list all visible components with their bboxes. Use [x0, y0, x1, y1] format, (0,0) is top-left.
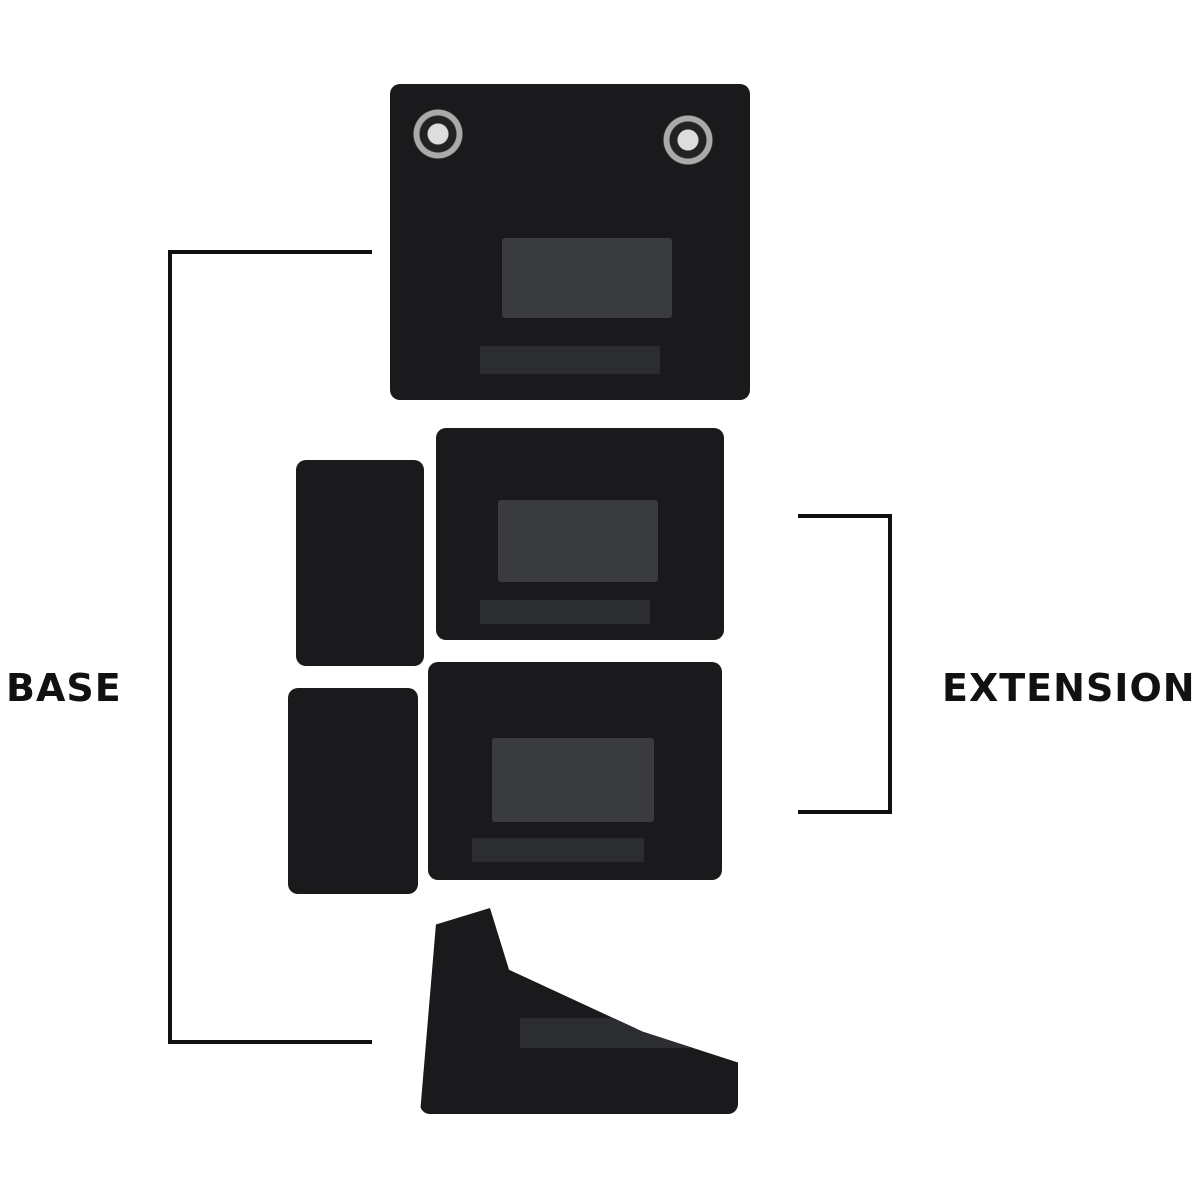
grip-panel — [498, 500, 658, 582]
base-label: BASE — [6, 666, 122, 710]
screw-icon — [660, 112, 716, 168]
side-panel-1 — [296, 460, 424, 666]
base-bracket — [168, 250, 372, 1044]
extension-2 — [428, 662, 722, 880]
extension-bracket — [798, 514, 892, 814]
side-panel-2 — [288, 688, 418, 894]
top-mount — [390, 84, 750, 400]
slot — [480, 346, 660, 374]
slot — [472, 838, 644, 862]
extension-label: EXTENSION — [942, 666, 1196, 710]
grip-panel — [502, 238, 672, 318]
slot — [520, 1018, 700, 1048]
screw-icon — [410, 106, 466, 162]
extension-1 — [436, 428, 724, 640]
bottom-base — [420, 908, 738, 1114]
slot — [480, 600, 650, 624]
grip-panel — [492, 738, 654, 822]
